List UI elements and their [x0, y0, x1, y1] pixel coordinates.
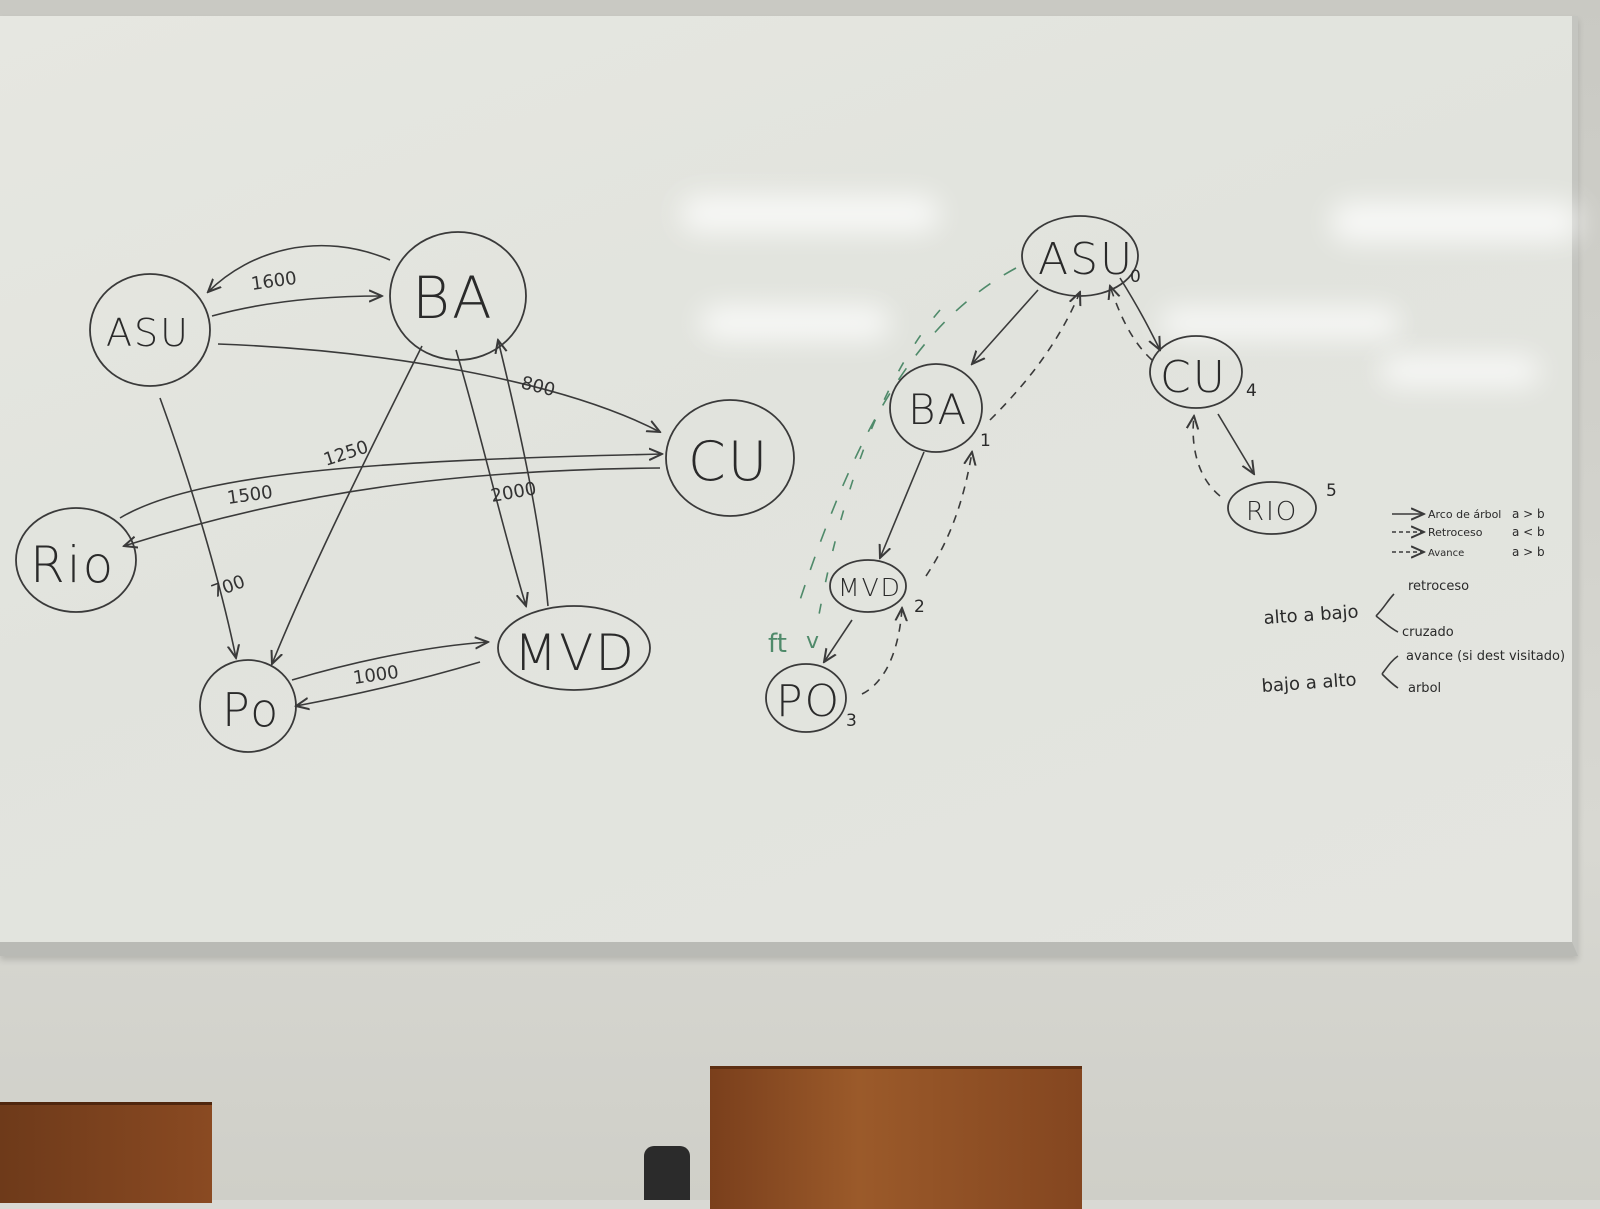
back-edge	[925, 452, 972, 577]
note-brace	[1381, 655, 1399, 689]
edge-po-mvd	[291, 642, 488, 681]
edge-mvd-po	[296, 661, 481, 706]
node-label: CU	[688, 430, 769, 493]
light-glare	[1160, 308, 1400, 338]
edge-asu-ba	[211, 296, 382, 317]
edge-ba-po	[272, 345, 423, 664]
legend-label: Retroceso	[1428, 526, 1483, 539]
weighted-graph: 1600 800 1500 1250 2000 700 1000 ASU BA …	[15, 231, 795, 753]
edge-weight: 1250	[321, 437, 371, 471]
node-label: BA	[412, 264, 494, 332]
edge-weight: 1500	[226, 482, 274, 509]
tree-edge	[1217, 413, 1254, 474]
green-mark: v	[806, 629, 819, 654]
edge-ba-mvd	[455, 349, 526, 606]
node-label: ASU	[1038, 234, 1134, 285]
legend-label: Arco de árbol	[1428, 508, 1501, 521]
note-option: retroceso	[1408, 579, 1469, 594]
desk	[710, 1066, 1082, 1209]
legend-rule: a < b	[1512, 525, 1545, 539]
tree-edge	[972, 289, 1039, 364]
note-option: arbol	[1408, 681, 1441, 696]
edge-weight: 2000	[489, 478, 538, 507]
legend-rule: a > b	[1512, 545, 1545, 559]
tree-node-po	[765, 663, 847, 733]
edge-weight: 700	[209, 571, 248, 602]
classification-notes: alto a bajo retroceso cruzado bajo a alt…	[1261, 579, 1565, 697]
back-edge	[989, 292, 1080, 421]
node-label: Rio	[30, 536, 115, 594]
green-mark: ft	[768, 629, 787, 659]
note-alto-a-bajo: alto a bajo	[1263, 601, 1359, 629]
edge-weight: 1600	[250, 268, 298, 295]
node-label: MVD	[514, 624, 636, 682]
node-label: MVD	[838, 573, 902, 602]
edge-weight: 800	[519, 372, 557, 401]
order-label: 1	[980, 431, 991, 451]
back-edge	[1110, 286, 1153, 361]
legend: Arco de árbol a > b Retroceso a < b Avan…	[1392, 507, 1545, 559]
edge-cu-rio	[124, 467, 661, 546]
node-rio	[15, 507, 137, 613]
chair	[644, 1146, 690, 1200]
tree-edge	[1119, 277, 1160, 350]
tree-edge	[880, 451, 925, 558]
node-asu	[89, 273, 211, 387]
note-brace	[1375, 593, 1399, 633]
tree-node-mvd	[829, 559, 907, 613]
green-dashed-edge	[817, 309, 941, 621]
node-label: RIO	[1246, 497, 1298, 527]
tree-node-ba	[889, 363, 983, 453]
note-option: cruzado	[1402, 625, 1454, 640]
order-label: 3	[846, 711, 857, 731]
tree-node-asu	[1021, 215, 1139, 297]
node-label: PO	[776, 676, 841, 727]
node-label: Po	[222, 683, 280, 737]
node-ba	[389, 231, 527, 361]
whiteboard	[0, 16, 1580, 956]
tree-edge	[824, 619, 853, 662]
back-edge	[1193, 416, 1221, 497]
edge-asu-po	[159, 397, 236, 658]
note-option: avance (si dest visitado)	[1406, 649, 1565, 664]
note-bajo-a-alto: bajo a alto	[1261, 669, 1357, 697]
edge-mvd-ba	[498, 340, 549, 607]
edge-rio-cu	[119, 454, 662, 519]
tree-node-cu	[1149, 335, 1243, 409]
order-label: 4	[1246, 381, 1257, 401]
green-dashed-edge	[799, 267, 1017, 601]
node-mvd	[497, 605, 651, 691]
node-cu	[665, 399, 795, 517]
node-label: ASU	[106, 311, 190, 355]
back-edge	[861, 608, 902, 695]
light-glare	[680, 196, 940, 232]
order-label: 0	[1130, 267, 1141, 287]
light-glare	[1380, 356, 1540, 386]
legend-rule: a > b	[1512, 507, 1545, 521]
node-label: BA	[908, 385, 968, 434]
light-glare	[1330, 202, 1580, 242]
tree-node-rio	[1227, 481, 1317, 535]
legend-label: Avance	[1428, 548, 1464, 559]
desk-left	[0, 1102, 212, 1203]
order-label: 2	[914, 597, 925, 617]
edge-ba-asu	[208, 244, 391, 292]
node-po	[199, 659, 297, 753]
light-glare	[700, 306, 890, 340]
dfs-tree: ft v ASU 0 BA 1 MVD 2 PO 3 CU 4 RIO 5	[765, 215, 1337, 733]
order-label: 5	[1326, 481, 1337, 501]
node-label: CU	[1160, 352, 1227, 403]
